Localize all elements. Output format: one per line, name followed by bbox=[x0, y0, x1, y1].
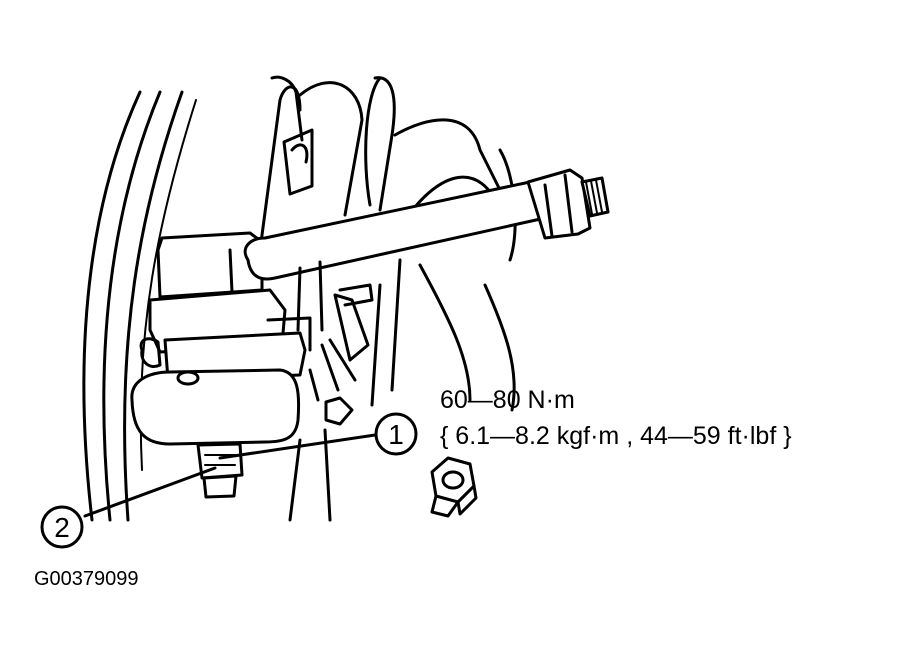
brake-hose bbox=[320, 283, 374, 392]
figure-id: G00379099 bbox=[34, 568, 139, 590]
tie-rod bbox=[243, 168, 610, 332]
callout-1-number: 1 bbox=[388, 419, 404, 450]
torque-spec-imperial: { 6.1—8.2 kgf·m , 44—59 ft·lbf } bbox=[440, 422, 792, 450]
bleeder-screw bbox=[196, 442, 244, 499]
leader-line-1 bbox=[218, 433, 377, 460]
knuckle-bolt bbox=[288, 368, 354, 522]
callout-2: 2 bbox=[40, 505, 84, 549]
torque-spec-metric: 60—80 N·m bbox=[440, 386, 575, 414]
caliper-body bbox=[130, 231, 312, 446]
hex-nut-icon bbox=[430, 456, 478, 518]
threaded-end bbox=[580, 176, 610, 218]
callout-2-number: 2 bbox=[54, 512, 70, 543]
callout-1: 1 bbox=[374, 412, 418, 456]
leader-line-2 bbox=[83, 466, 217, 518]
